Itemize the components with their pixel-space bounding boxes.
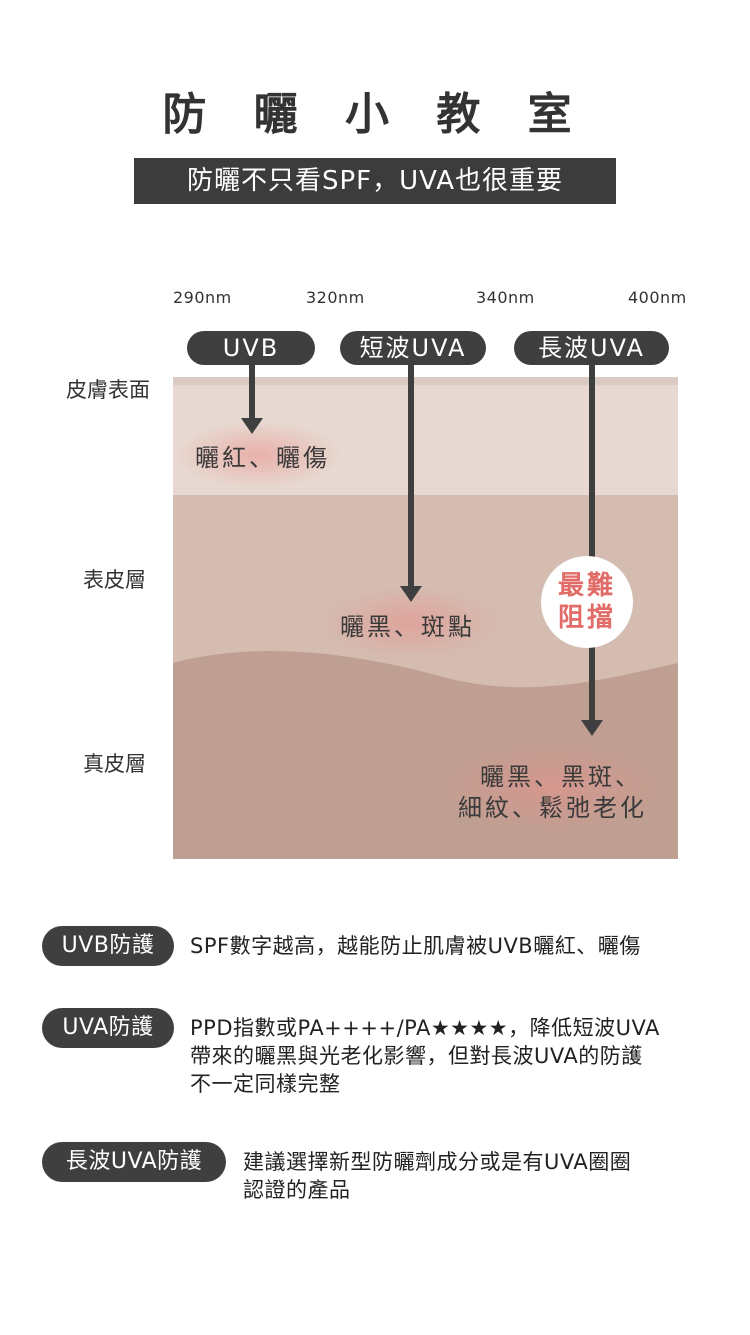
hardest-to-block-badge: 最難 阻擋 [541,556,633,648]
long-uva-protection-line-2: 認證的產品 [243,1176,631,1204]
long-uva-protection-label: 長波UVA防護 [42,1142,226,1182]
uvb-protection-label: UVB防護 [42,926,174,966]
uva-protection-label: UVA防護 [42,1008,174,1048]
uva-protection-text: PPD指數或PA++++/PA★★★★，降低短波UVA 帶來的曬黑與光老化影響，… [190,1014,660,1098]
uva-protection-line-1: PPD指數或PA++++/PA★★★★，降低短波UVA [190,1014,660,1042]
long-uva-arrow [581,362,603,736]
long-uva-effect-line1: 曬黑、黑斑、 [480,757,642,792]
short-uva-band-pill: 短波UVA [340,331,486,365]
hardest-block-line1: 最難 [558,570,616,602]
hardest-block-line2: 阻擋 [558,602,616,634]
long-uva-band-pill: 長波UVA [514,331,669,365]
long-uva-effect-line2: 細紋、鬆弛老化 [458,788,647,823]
uvb-effect: 曬紅、曬傷 [195,438,330,473]
uvb-arrow [241,362,263,434]
uva-protection-line-3: 不一定同樣完整 [190,1070,660,1098]
long-uva-protection-line-1: 建議選擇新型防曬劑成分或是有UVA圈圈 [243,1148,631,1176]
uvb-band-pill: UVB [187,331,315,365]
long-uva-protection-text: 建議選擇新型防曬劑成分或是有UVA圈圈 認證的產品 [243,1148,631,1204]
uva-protection-line-2: 帶來的曬黑與光老化影響，但對長波UVA的防護 [190,1042,660,1070]
uvb-protection-line: SPF數字越高，越能防止肌膚被UVB曬紅、曬傷 [190,932,641,960]
short-uva-effect: 曬黑、斑點 [340,607,475,642]
uvb-protection-text: SPF數字越高，越能防止肌膚被UVB曬紅、曬傷 [190,932,641,960]
short-uva-arrow [400,362,422,602]
